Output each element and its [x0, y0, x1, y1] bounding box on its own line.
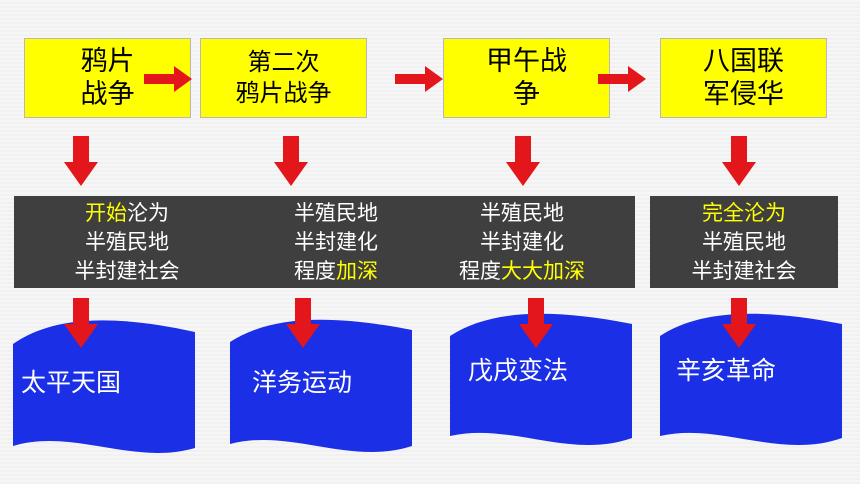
movement-banner-reform: 戊戌变法	[450, 310, 632, 450]
status-highlight-text: 加深	[336, 258, 378, 283]
down-arrow-icon	[64, 298, 98, 348]
status-highlight-text: 完全沦为	[702, 200, 786, 225]
status-line: 开始沦为	[14, 199, 240, 228]
status-box-4: 完全沦为半殖民地半封建社会	[650, 196, 838, 288]
down-arrow-icon	[286, 298, 320, 348]
movement-banner-taiping: 太平天国	[13, 316, 195, 456]
status-line: 完全沦为	[650, 199, 838, 228]
down-arrow-icon	[274, 136, 308, 186]
status-text: 半殖民地	[85, 229, 169, 254]
event-box-second-opium-war: 第二次 鸦片战争	[200, 38, 367, 118]
movement-label: 洋务运动	[252, 368, 353, 397]
status-text: 半封建化	[294, 229, 378, 254]
status-box-1: 开始沦为半殖民地半封建社会	[14, 196, 240, 288]
movement-banner-westernization: 洋务运动	[230, 316, 412, 456]
status-line: 半殖民地	[14, 228, 240, 257]
down-arrow-icon	[519, 298, 553, 348]
status-text: 程度	[294, 258, 336, 283]
status-text: 半殖民地	[480, 200, 564, 225]
right-arrow-icon	[598, 66, 646, 92]
movement-label: 戊戌变法	[468, 356, 569, 385]
down-arrow-icon	[64, 136, 98, 186]
status-text: 半封建社会	[74, 258, 180, 283]
status-text: 半殖民地	[294, 200, 378, 225]
down-arrow-icon	[722, 136, 756, 186]
movement-banner-xinhai: 辛亥革命	[660, 310, 842, 450]
status-line: 半封建社会	[650, 257, 838, 286]
status-text: 半殖民地	[702, 229, 786, 254]
status-line: 半封建化	[409, 228, 635, 257]
status-text: 程度	[459, 258, 501, 283]
event-box-eight-nation-alliance: 八国联 军侵华	[660, 38, 827, 118]
status-line: 程度加深	[223, 257, 449, 286]
event-box-sino-japanese-war: 甲午战 争	[443, 38, 610, 118]
down-arrow-icon	[722, 298, 756, 348]
right-arrow-icon	[144, 66, 192, 92]
status-line: 半殖民地	[650, 228, 838, 257]
status-text: 半封建社会	[691, 258, 797, 283]
movement-label: 辛亥革命	[676, 356, 777, 385]
status-box-3: 半殖民地半封建化程度大大加深	[409, 196, 635, 288]
status-line: 半封建社会	[14, 257, 240, 286]
status-line: 半封建化	[223, 228, 449, 257]
down-arrow-icon	[506, 136, 540, 186]
movement-label: 太平天国	[21, 368, 122, 397]
status-line: 程度大大加深	[409, 257, 635, 286]
status-highlight-text: 大大加深	[501, 258, 585, 283]
status-text: 半封建化	[480, 229, 564, 254]
right-arrow-icon	[395, 66, 443, 92]
status-line: 半殖民地	[223, 199, 449, 228]
status-text: 沦为	[127, 200, 169, 225]
status-highlight-text: 开始	[85, 200, 127, 225]
status-line: 半殖民地	[409, 199, 635, 228]
